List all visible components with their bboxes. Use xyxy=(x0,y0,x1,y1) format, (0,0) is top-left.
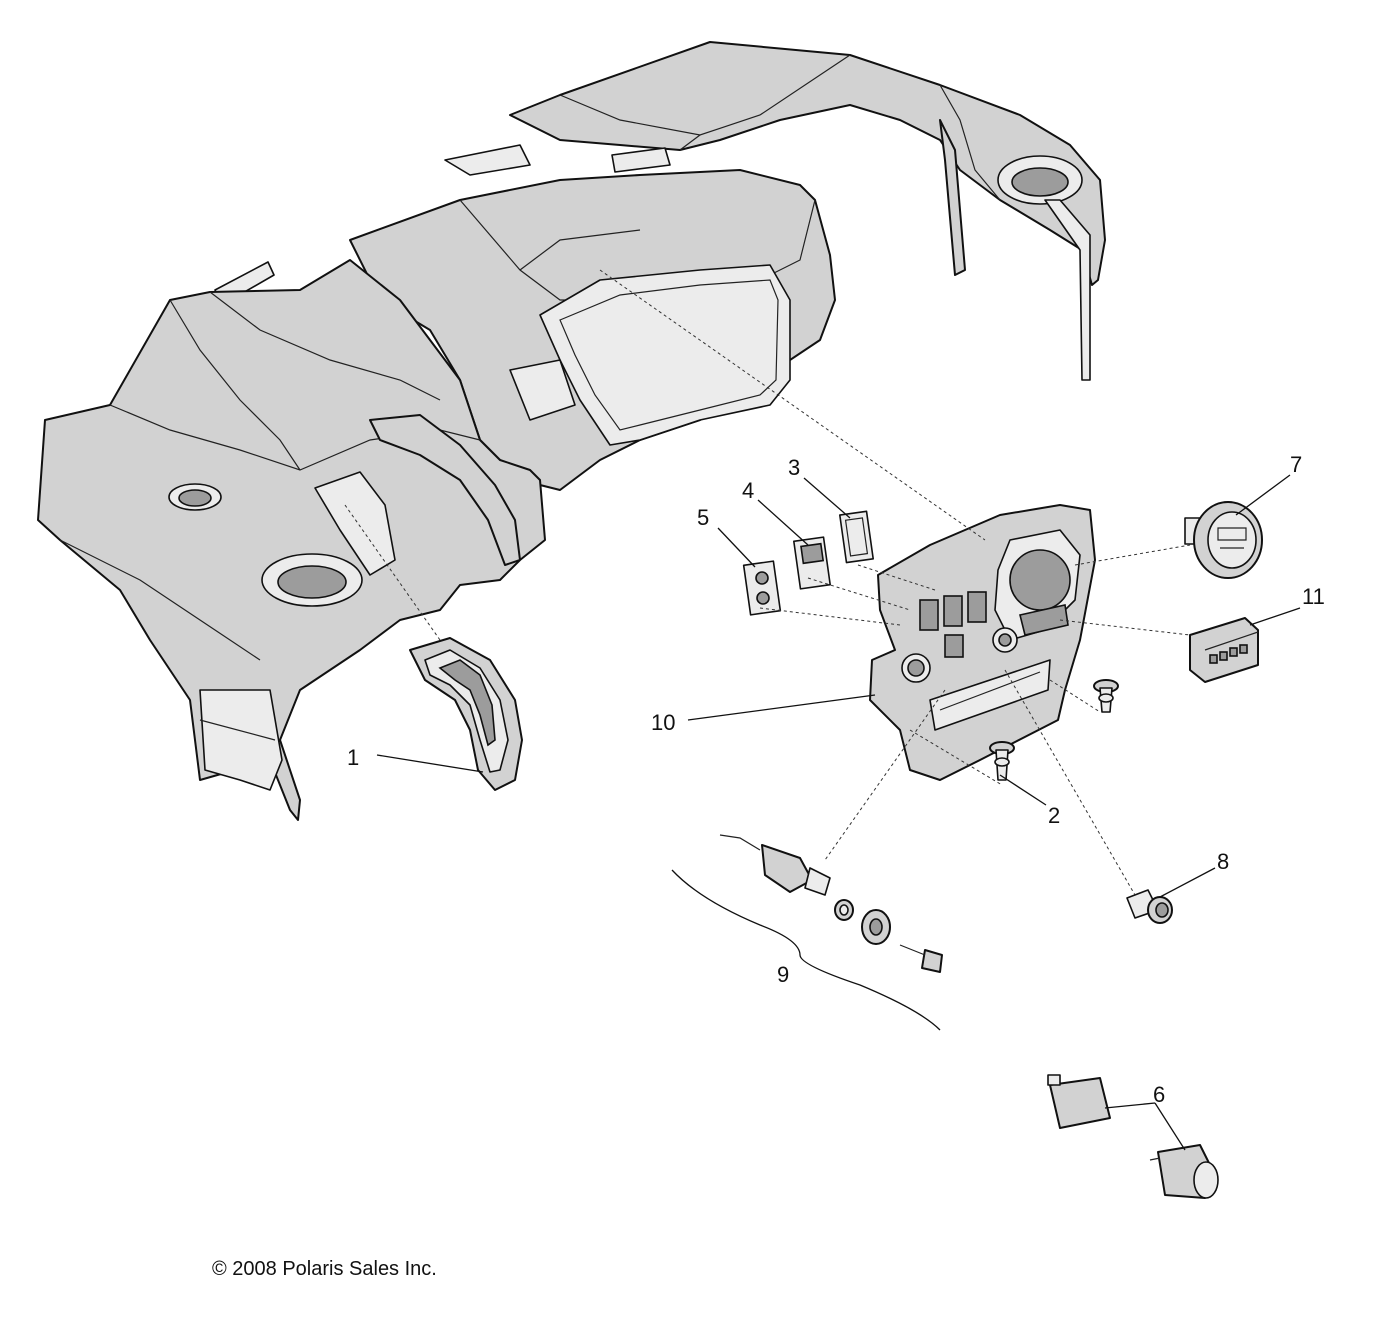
push-rivet-lower xyxy=(989,741,1015,781)
mount-tab xyxy=(444,144,531,176)
switch-panel xyxy=(869,504,1096,781)
callout-9: 9 xyxy=(777,962,789,987)
callout-2: 2 xyxy=(1048,803,1060,828)
switch-cover xyxy=(838,510,875,564)
callout-8: 8 xyxy=(1217,849,1229,874)
round-gauge xyxy=(1184,501,1263,579)
rocker-switch-4wd xyxy=(793,536,831,590)
leader-lines xyxy=(376,474,1301,1151)
storage-tray-insert xyxy=(409,637,523,791)
callout-7: 7 xyxy=(1290,452,1302,477)
wiring-connector xyxy=(1189,617,1259,683)
callout-labels: 1 2 3 4 5 6 7 8 9 10 11 xyxy=(347,452,1325,1107)
callout-10: 10 xyxy=(651,710,675,735)
push-rivet-upper xyxy=(1093,679,1119,713)
callout-3: 3 xyxy=(788,455,800,480)
callout-1: 1 xyxy=(347,745,359,770)
dashboard-body xyxy=(37,41,1106,821)
alignment-lines xyxy=(344,269,1191,896)
callout-6: 6 xyxy=(1153,1082,1165,1107)
callout-11: 11 xyxy=(1302,584,1325,609)
power-outlet xyxy=(1047,1074,1219,1199)
copyright-notice: © 2008 Polaris Sales Inc. xyxy=(212,1258,437,1280)
ignition-switch-assembly xyxy=(671,834,943,1031)
callout-4: 4 xyxy=(742,478,754,503)
callout-5: 5 xyxy=(697,505,709,530)
gauge-opening xyxy=(539,264,791,446)
rocker-switch-lights xyxy=(742,560,782,616)
